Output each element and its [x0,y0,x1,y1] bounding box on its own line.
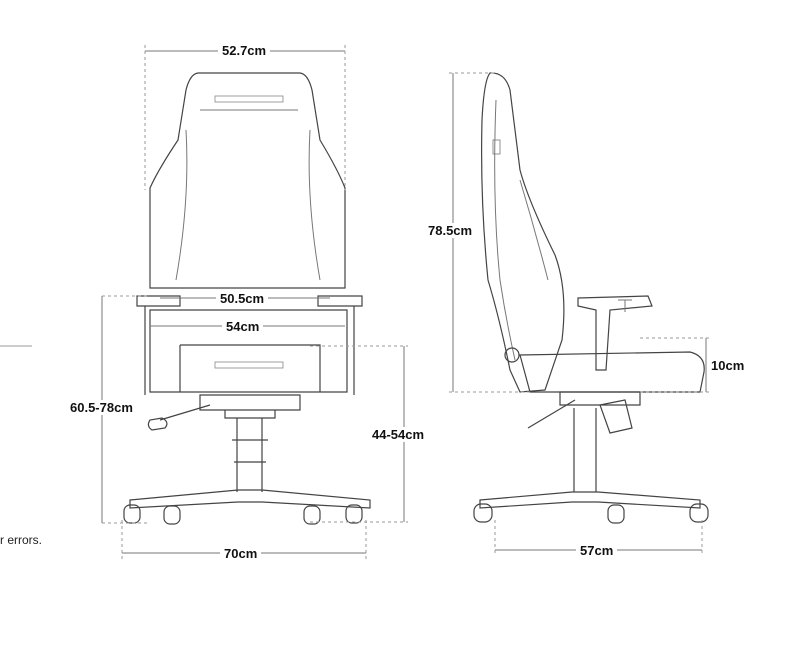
side-gas-lift [573,408,597,492]
side-armrest-t [618,299,632,312]
label-total-height: 60.5-78cm [66,400,137,415]
side-gas-cover [599,399,633,434]
front-armrest-left [136,295,181,395]
front-mechanism [199,394,301,419]
front-seat-logo [214,361,284,369]
side-view-chair [473,72,709,524]
side-logo-badge [492,139,501,155]
front-gas-lift [232,418,268,492]
side-mechanism [559,391,641,406]
side-lever [527,399,576,429]
front-seat [149,309,348,393]
label-backrest-height: 78.5cm [424,223,477,238]
front-view-chair [123,72,371,525]
side-casters [473,503,709,524]
label-base-depth: 57cm [576,543,618,558]
label-seat-height: 44-54cm [368,427,429,442]
label-armrest-width: 50.5cm [216,291,269,306]
side-recline-knob [504,347,520,363]
front-casters [123,504,363,525]
label-seat-width: 54cm [222,319,264,334]
side-seat [519,351,705,393]
side-armrest [577,295,653,371]
label-base-width: 70cm [220,546,262,561]
label-armrest-height: 10cm [707,358,749,373]
front-backrest [149,72,346,289]
front-base [129,489,371,509]
label-backrest-width: 52.7cm [218,43,271,58]
side-backrest [481,72,565,393]
front-armrest-right [317,295,363,395]
side-base [479,491,701,509]
front-backrest-inner [175,109,321,281]
front-logo-badge [214,95,284,103]
front-lever [147,404,211,431]
note-fragment: r errors. [0,533,42,547]
side-backrest-inner [494,99,549,361]
